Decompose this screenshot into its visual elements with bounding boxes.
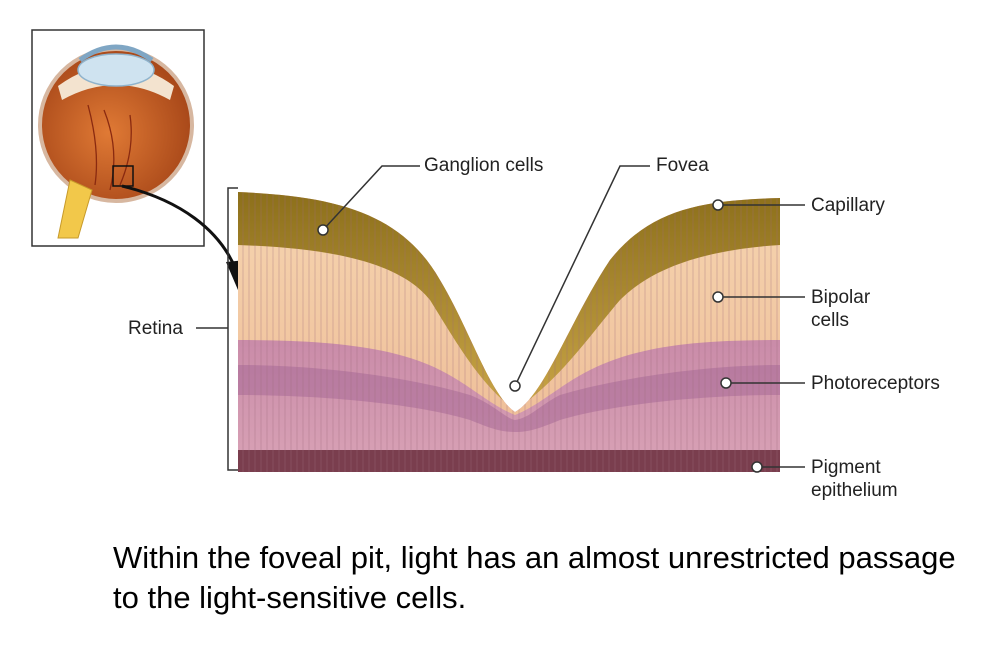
leader-lines bbox=[322, 165, 805, 468]
retina-bracket bbox=[196, 187, 238, 471]
label-photoreceptors: Photoreceptors bbox=[811, 373, 940, 394]
eye-inset bbox=[31, 29, 205, 247]
label-capillary: Capillary bbox=[811, 195, 885, 216]
label-bipolar-cells: Bipolar cells bbox=[811, 287, 871, 331]
label-pigment-epithelium: Pigment epithelium bbox=[811, 457, 898, 501]
label-fovea: Fovea bbox=[656, 155, 709, 176]
label-retina: Retina bbox=[128, 318, 183, 339]
leader-dots bbox=[317, 199, 763, 473]
label-ganglion-cells: Ganglion cells bbox=[424, 155, 544, 176]
caption: Within the foveal pit, light has an almo… bbox=[113, 540, 956, 615]
